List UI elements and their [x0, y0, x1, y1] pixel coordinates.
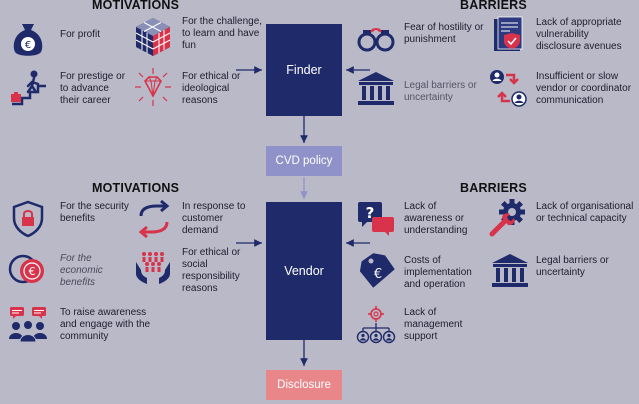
hands-people-icon — [136, 252, 170, 284]
disclosure-box: Disclosure — [266, 370, 342, 400]
euro-coins-icon: € — [8, 254, 44, 284]
barrier-awareness-label: Lack of awareness or understanding — [404, 201, 468, 236]
barrier-communication-label: Insufficient or slow vendor or coordinat… — [536, 71, 632, 106]
handcuffs-icon — [357, 28, 395, 52]
price-tag-euro-icon: € — [359, 253, 395, 288]
top-barriers-header: BARRIERS — [460, 0, 527, 12]
svg-text:?: ? — [366, 204, 375, 222]
courthouse-icon — [492, 254, 528, 287]
svg-text:€: € — [29, 265, 36, 278]
shield-lock-icon — [12, 200, 44, 238]
motivation-prestige-label: For prestige or to advance their career — [60, 71, 126, 106]
vendor-box: Vendor — [266, 202, 342, 340]
user-exchange-icon — [490, 70, 527, 107]
wrench-gear-icon — [489, 199, 525, 237]
cycle-arrows-icon — [138, 200, 170, 238]
motivation-awareness-label: To raise awareness and engage with the c… — [60, 307, 151, 342]
svg-text:€: € — [374, 267, 382, 282]
barrier-fear-label: Fear of hostility or punishment — [404, 22, 484, 45]
management-group-icon — [356, 306, 396, 344]
barrier-legal-label: Legal barriers or uncertainty — [536, 255, 609, 278]
money-bag-euro-icon: € — [13, 24, 43, 56]
courthouse-icon — [358, 72, 394, 105]
motivation-security-label: For the security benefits — [60, 201, 129, 224]
question-chat-icon: ? — [358, 202, 394, 236]
bottom-barriers-header: BARRIERS — [460, 181, 527, 195]
community-chat-icon — [9, 307, 47, 343]
barrier-capacity-label: Lack of organisational or technical capa… — [536, 201, 634, 224]
svg-text:€: € — [25, 40, 31, 51]
diamond-ethics-icon — [135, 68, 171, 106]
finder-box: Finder — [266, 24, 342, 116]
barrier-avenues-label: Lack of appropriate vulnerability disclo… — [536, 17, 622, 52]
motivation-ethical-label: For ethical or ideological reasons — [182, 71, 241, 106]
document-shield-icon — [494, 16, 523, 51]
motivation-economic-label: For the economic benefits — [60, 253, 103, 288]
puzzle-cube-icon — [135, 18, 171, 56]
barrier-costs-label: Costs of implementation and operation — [404, 255, 472, 290]
barrier-legal-label: Legal barriers or uncertainty — [404, 80, 477, 103]
bottom-motivations-header: MOTIVATIONS — [92, 181, 180, 195]
motivation-challenge-label: For the challenge, to learn and have fun — [182, 16, 263, 51]
motivation-profit-label: For profit — [60, 29, 101, 40]
cvd-policy-box: CVD policy — [266, 146, 342, 176]
career-ladder-icon — [11, 70, 46, 106]
top-motivations-header: MOTIVATIONS — [92, 0, 180, 12]
motivation-social-label: For ethical or social responsibility rea… — [182, 247, 241, 294]
barrier-management-label: Lack of management support — [404, 307, 463, 342]
motivation-demand-label: In response to customer demand — [182, 201, 246, 236]
